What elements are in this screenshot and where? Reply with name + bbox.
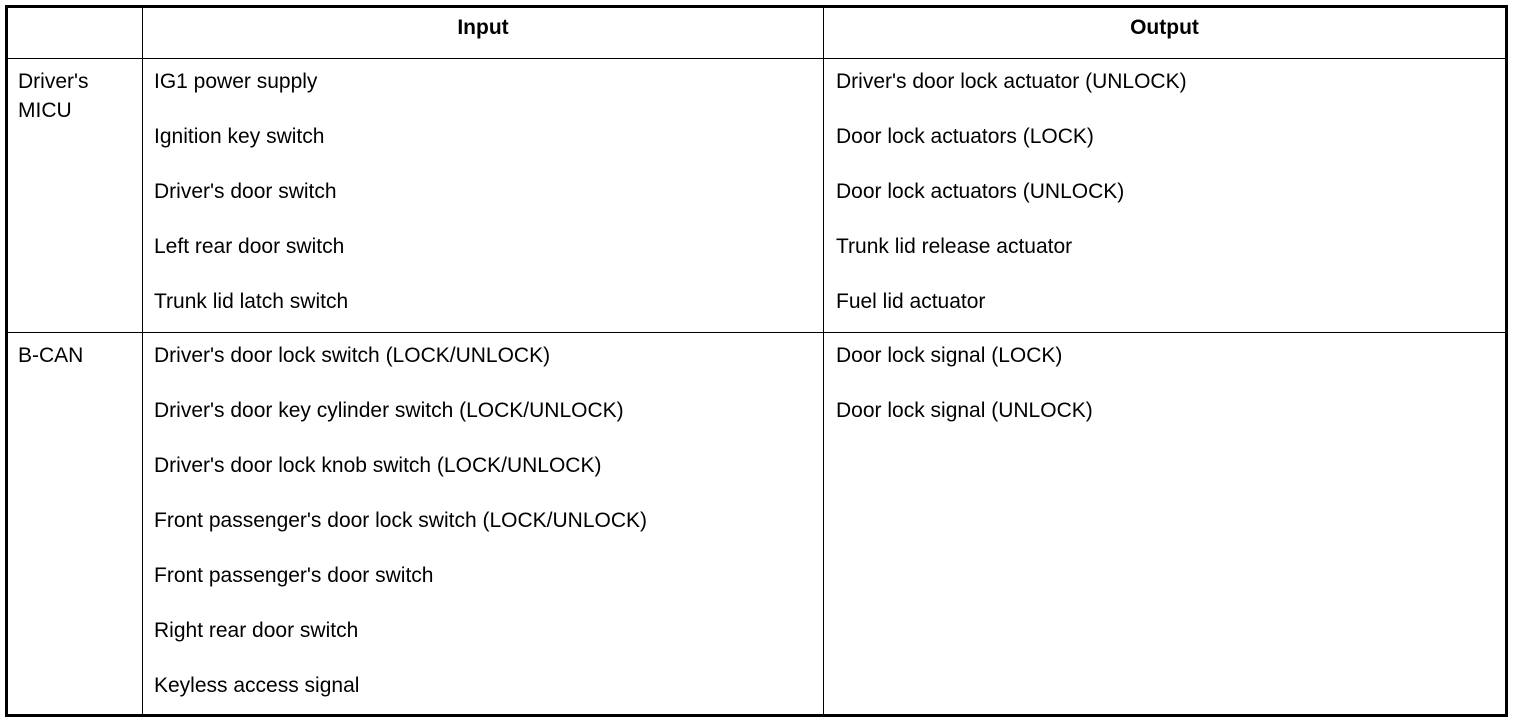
output-item: Door lock signal (LOCK) — [836, 344, 1063, 367]
output-item: Door lock actuators (LOCK) — [836, 125, 1094, 148]
row-label: Driver's — [18, 70, 89, 93]
output-item: Driver's door lock actuator (UNLOCK) — [836, 70, 1187, 93]
output-item: Fuel lid actuator — [836, 290, 986, 313]
input-item: Front passenger's door lock switch (LOCK… — [154, 509, 648, 532]
input-item: Driver's door lock knob switch (LOCK/UNL… — [154, 454, 602, 477]
header-divider — [8, 58, 1505, 59]
header-output: Output — [1130, 16, 1199, 39]
input-item: Trunk lid latch switch — [154, 290, 349, 313]
table-border — [5, 5, 1508, 717]
row-label: MICU — [18, 99, 72, 122]
output-item: Door lock signal (UNLOCK) — [836, 399, 1093, 422]
header-input: Input — [457, 16, 509, 39]
column-divider — [142, 8, 143, 714]
input-item: Driver's door key cylinder switch (LOCK/… — [154, 399, 624, 422]
input-item: Right rear door switch — [154, 619, 359, 642]
input-item: Front passenger's door switch — [154, 564, 434, 587]
input-item: IG1 power supply — [154, 70, 318, 93]
input-item: Left rear door switch — [154, 235, 345, 258]
input-item: Driver's door switch — [154, 180, 337, 203]
input-item: Driver's door lock switch (LOCK/UNLOCK) — [154, 344, 551, 367]
output-item: Trunk lid release actuator — [836, 235, 1073, 258]
input-item: Ignition key switch — [154, 125, 325, 148]
column-divider — [823, 8, 824, 714]
output-item: Door lock actuators (UNLOCK) — [836, 180, 1125, 203]
input-item: Keyless access signal — [154, 674, 360, 697]
row-label: B-CAN — [18, 344, 84, 367]
row-divider — [8, 332, 1505, 333]
